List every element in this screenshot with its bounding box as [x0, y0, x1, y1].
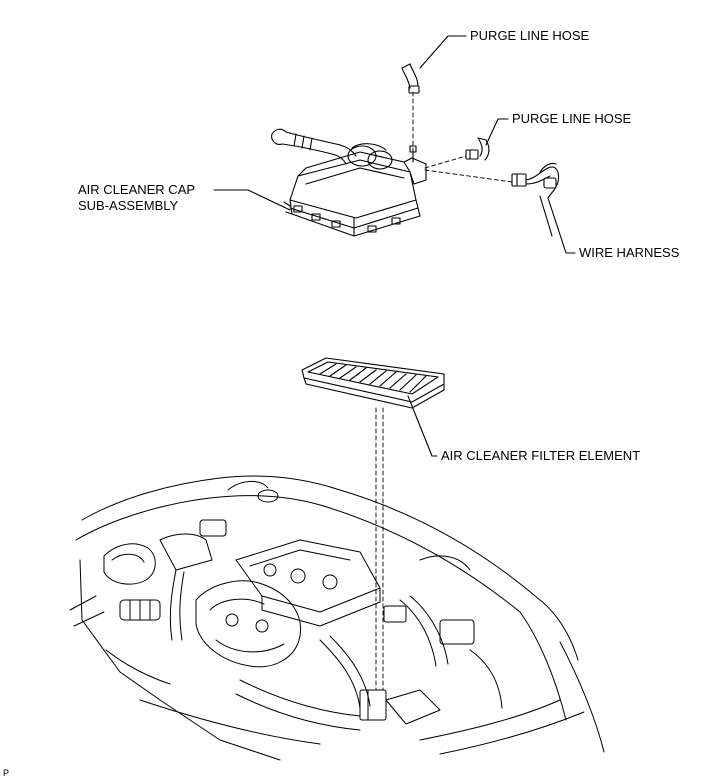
figure-code: P [3, 768, 9, 778]
label-wire-harness: WIRE HARNESS [579, 245, 679, 261]
leader-filter-element [407, 395, 438, 457]
leader-lines [213, 35, 576, 457]
label-line-1: AIR CLEANER CAP [78, 182, 196, 197]
label-text: WIRE HARNESS [579, 245, 680, 260]
purge-line-hose-lower [465, 137, 490, 161]
label-purge-line-hose-upper: PURGE LINE HOSE [470, 28, 589, 44]
leader-purge-hose-upper [419, 35, 467, 69]
label-air-cleaner-cap: AIR CLEANER CAP SUB-ASSEMBLY [78, 182, 195, 214]
label-text: PURGE LINE HOSE [470, 28, 590, 43]
label-line-2: SUB-ASSEMBLY [78, 198, 179, 213]
air-cleaner-cap [271, 128, 427, 237]
leader-air-cleaner-cap [213, 189, 291, 211]
label-text: AIR CLEANER FILTER ELEMENT [441, 448, 641, 463]
dash-lower-hose [424, 155, 467, 169]
dash-harness [424, 169, 513, 183]
label-purge-line-hose-lower: PURGE LINE HOSE [512, 111, 631, 127]
label-text: PURGE LINE HOSE [512, 111, 632, 126]
purge-line-hose-upper [401, 63, 420, 94]
leader-purge-hose-lower [485, 118, 509, 146]
wire-harness [511, 162, 560, 237]
leader-wire-harness [547, 197, 576, 254]
label-air-cleaner-filter-element: AIR CLEANER FILTER ELEMENT [441, 448, 640, 464]
air-cleaner-filter [301, 357, 445, 409]
figure-code-text: P [3, 768, 10, 778]
filter-pleats [319, 363, 427, 393]
engine-compartment [69, 475, 605, 761]
